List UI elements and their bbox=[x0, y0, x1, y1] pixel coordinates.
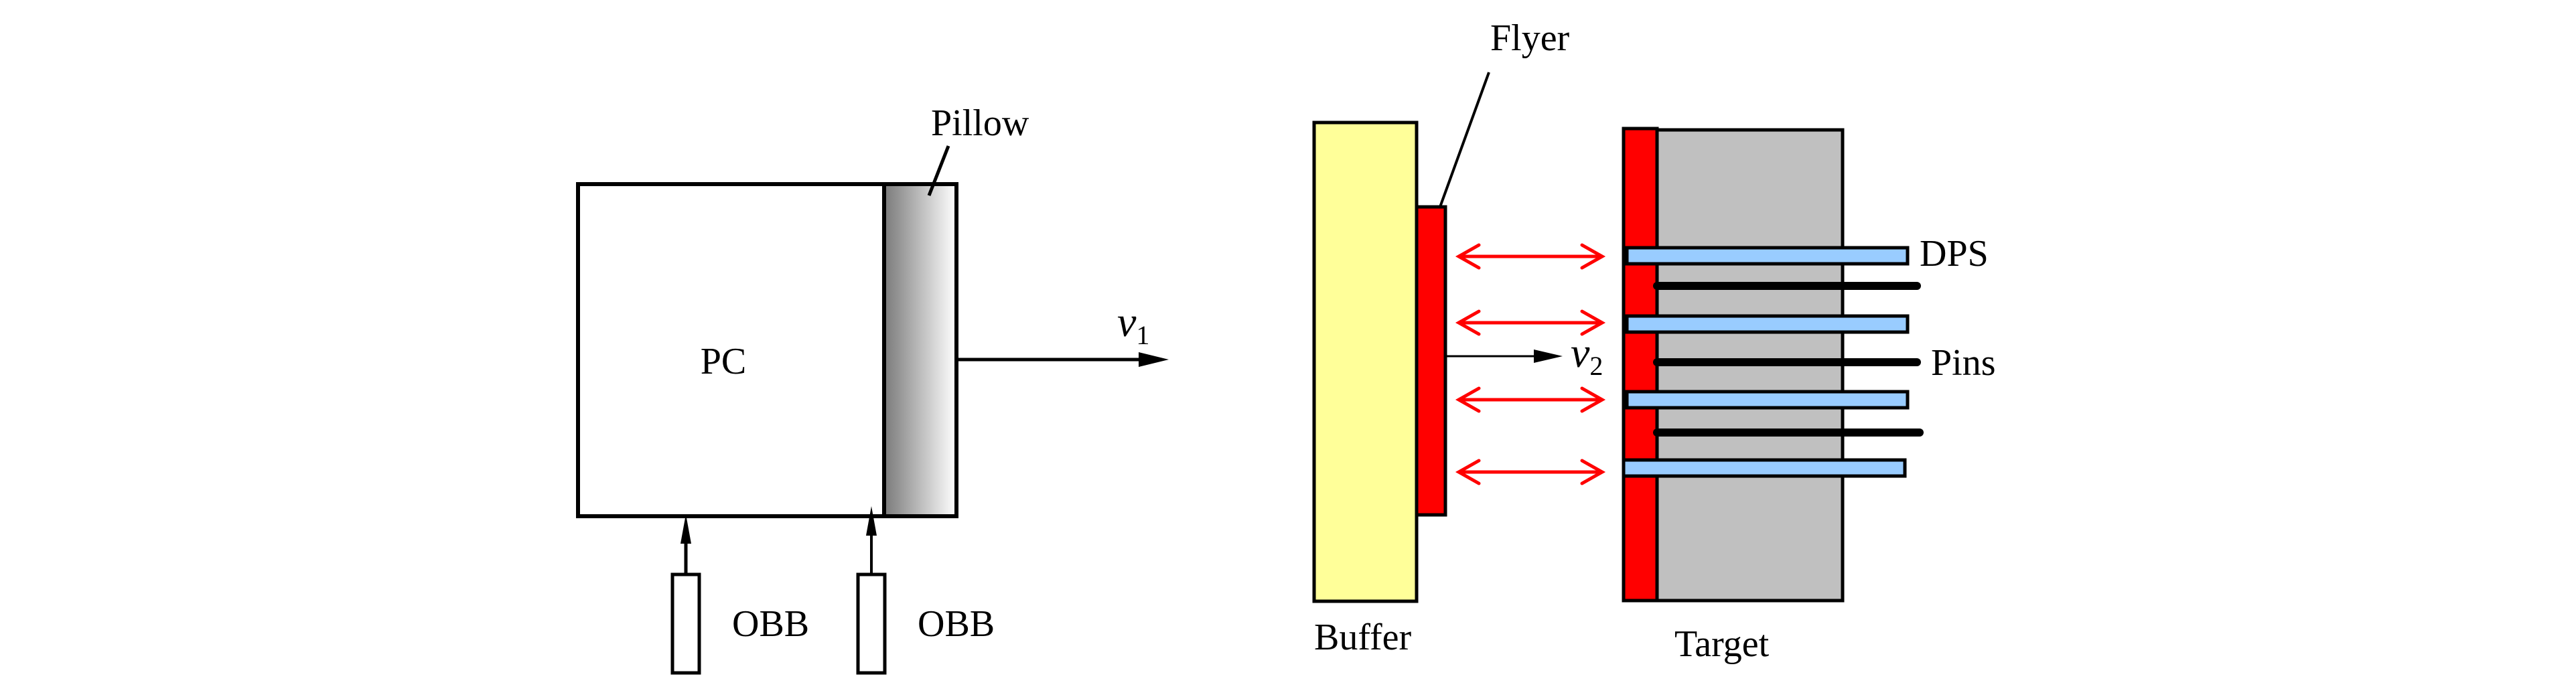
double-arrow bbox=[1455, 309, 1606, 336]
dps-probe bbox=[1625, 246, 1910, 266]
dps-probe bbox=[1625, 390, 1910, 410]
flyer-label: Flyer bbox=[1490, 17, 1570, 59]
double-arrow bbox=[1455, 386, 1606, 413]
obb-left-arrowhead bbox=[681, 514, 691, 544]
dps-label: DPS bbox=[1920, 233, 1989, 275]
dps-probe bbox=[1625, 314, 1910, 334]
double-arrow bbox=[1455, 243, 1606, 270]
gap-double-arrows bbox=[1455, 243, 1606, 485]
flyer-plate bbox=[1415, 205, 1447, 517]
velocity-v1-arrowhead bbox=[1139, 352, 1169, 367]
dps-probe-group bbox=[1622, 246, 1910, 478]
pins-label: Pins bbox=[1931, 342, 1996, 384]
flyer-leader-line bbox=[1439, 72, 1490, 208]
velocity-v2-label: v2 bbox=[1571, 329, 1603, 381]
right-panel: Buffer Flyer v2 Target DPS Pins bbox=[1312, 17, 1996, 665]
dps-probe bbox=[1622, 458, 1907, 478]
target-front-layer bbox=[1622, 127, 1659, 603]
pin-group bbox=[1653, 282, 1924, 437]
velocity-v1-label: v1 bbox=[1117, 298, 1149, 350]
projectile-box bbox=[576, 182, 886, 518]
projectile-label: PC bbox=[701, 341, 747, 382]
left-panel: PC Pillow v1 OBB OBB bbox=[576, 102, 1169, 675]
obb-right-label: OBB bbox=[918, 603, 995, 645]
obb-left-label: OBB bbox=[732, 603, 809, 645]
pillow-block bbox=[882, 182, 958, 518]
obb-left-box bbox=[670, 572, 701, 675]
target-label: Target bbox=[1674, 623, 1770, 665]
double-arrow bbox=[1455, 459, 1606, 485]
velocity-v2-arrowhead bbox=[1534, 350, 1563, 363]
buffer-label: Buffer bbox=[1314, 617, 1411, 658]
pillow-leader-line bbox=[927, 145, 950, 196]
pillow-label: Pillow bbox=[931, 102, 1029, 144]
buffer-block bbox=[1312, 121, 1419, 603]
obb-right-box bbox=[856, 572, 887, 675]
obb-right-arrowhead bbox=[866, 506, 877, 536]
